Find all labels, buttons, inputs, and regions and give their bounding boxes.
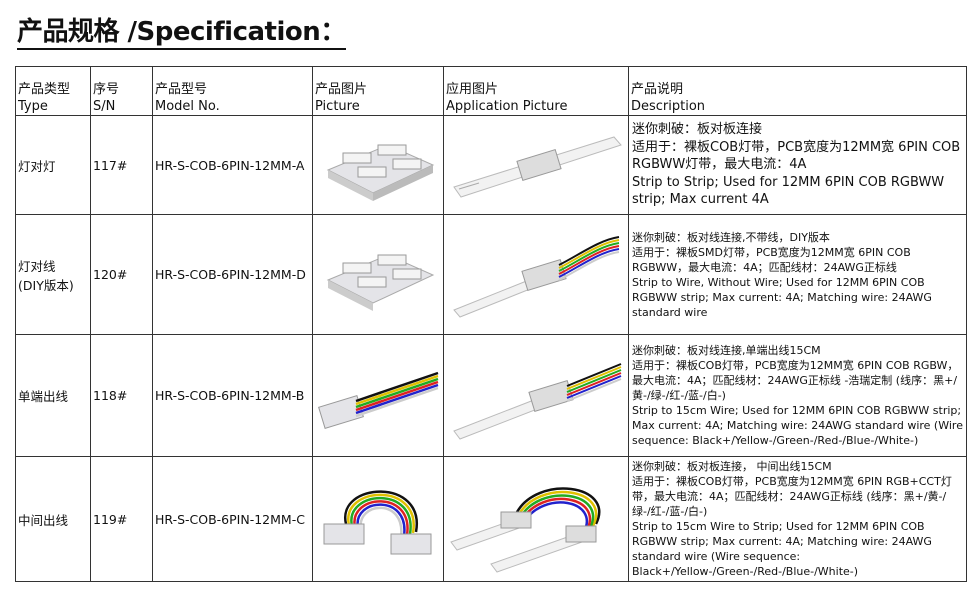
model-cell: HR-S-COB-6PIN-12MM-C <box>152 456 313 582</box>
product-picture <box>312 214 444 335</box>
type-cell: 灯对线(DIY版本) <box>15 214 91 335</box>
type-cell: 中间出线 <box>15 456 91 582</box>
page-title: 产品规格 /Specification： <box>17 16 346 50</box>
connector-image <box>326 144 435 201</box>
model-cell: HR-S-COB-6PIN-12MM-D <box>152 214 313 335</box>
wire-application-image <box>452 362 621 440</box>
connector-image <box>326 253 435 311</box>
table-row: 灯对灯 117# HR-S-COB-6PIN-12MM-A 迷你刺破：板对板连接… <box>15 115 967 215</box>
table-row: 灯对线(DIY版本) 120# HR-S-COB-6PIN-12MM-D 迷你刺… <box>15 214 967 335</box>
double-connector-wire-image <box>323 489 431 554</box>
type-cell: 灯对灯 <box>15 115 91 215</box>
connector-with-wire-image <box>317 371 438 429</box>
wire-application-image <box>452 235 619 318</box>
type-cell: 单端出线 <box>15 334 91 457</box>
sn-cell: 119# <box>90 456 153 582</box>
application-picture <box>443 456 629 582</box>
table-row: 中间出线 119# HR-S-COB-6PIN-12MM-C 迷你刺破：板对板连… <box>15 456 967 582</box>
table-row: 单端出线 118# HR-S-COB-6PIN-12MM-B 迷你刺破：板对线连… <box>15 334 967 457</box>
double-strip-application-image <box>450 487 601 573</box>
application-picture <box>443 115 629 215</box>
application-picture <box>443 214 629 335</box>
strip-application-image <box>452 136 622 198</box>
sn-cell: 120# <box>90 214 153 335</box>
model-cell: HR-S-COB-6PIN-12MM-A <box>152 115 313 215</box>
sn-cell: 117# <box>90 115 153 215</box>
model-cell: HR-S-COB-6PIN-12MM-B <box>152 334 313 457</box>
application-picture <box>443 334 629 457</box>
product-picture <box>312 115 444 215</box>
product-picture <box>312 456 444 582</box>
sn-cell: 118# <box>90 334 153 457</box>
description-cell: 迷你刺破：板对线连接,不带线，DIY版本适用于：裸板SMD灯带，PCB宽度为12… <box>628 214 967 335</box>
product-picture <box>312 334 444 457</box>
description-cell: 迷你刺破：板对板连接适用于：裸板COB灯带，PCB宽度为12MM宽 6PIN C… <box>628 115 967 215</box>
